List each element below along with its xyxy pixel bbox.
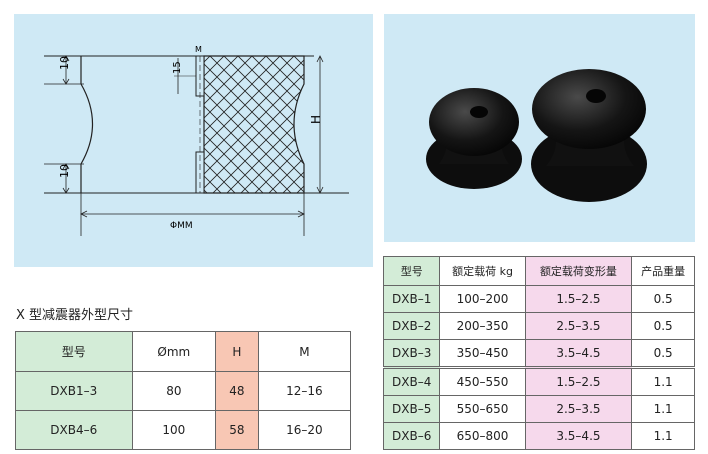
table-header-row: 型号 额定载荷 kg 额定载荷变形量 产品重量 xyxy=(382,256,695,286)
cell-model: DXB–4 xyxy=(382,366,441,396)
cell-model: DXB–5 xyxy=(382,395,441,423)
cell-rated-deflection: 2.5–3.5 xyxy=(524,312,633,340)
col-header-rated-load: 额定载荷 kg xyxy=(439,256,526,286)
col-header-rated-deflection: 额定载荷变形量 xyxy=(524,256,633,286)
cell-rated-deflection: 2.5–3.5 xyxy=(524,395,633,423)
cell-h: 48 xyxy=(215,371,259,411)
cell-m: 12–16 xyxy=(257,371,352,411)
dim-label-top-10: 10 xyxy=(58,56,71,70)
dim-label-groove-15: 15 xyxy=(172,61,183,74)
cell-weight: 1.1 xyxy=(631,366,695,396)
col-header-h: H xyxy=(215,331,259,372)
cell-diameter: 100 xyxy=(131,410,217,450)
dim-label-h: H xyxy=(309,115,323,124)
dim-label-m: M xyxy=(195,45,202,54)
product-photo-panel xyxy=(384,14,695,242)
col-header-model: 型号 xyxy=(382,256,441,286)
table-row: DXB1–3 80 48 12–16 xyxy=(15,371,352,411)
col-header-weight: 产品重量 xyxy=(631,256,695,286)
cell-rated-load: 200–350 xyxy=(439,312,526,340)
cell-weight: 1.1 xyxy=(631,395,695,423)
cell-model: DXB–2 xyxy=(382,312,441,340)
cell-model: DXB–1 xyxy=(382,285,441,313)
cell-rated-deflection: 1.5–2.5 xyxy=(524,366,633,396)
cell-m: 16–20 xyxy=(257,410,352,450)
cell-diameter: 80 xyxy=(131,371,217,411)
col-header-m: M xyxy=(257,331,352,372)
table-row: DXB–6 650–800 3.5–4.5 1.1 xyxy=(382,422,695,450)
table-row: DXB–1 100–200 1.5–2.5 0.5 xyxy=(382,285,695,313)
cell-rated-load: 350–450 xyxy=(439,339,526,368)
cell-model: DXB–6 xyxy=(382,422,441,450)
table-row: DXB–4 450–550 1.5–2.5 1.1 xyxy=(382,366,695,396)
col-header-diameter: Ømm xyxy=(131,331,217,372)
technical-drawing-panel: 10 10 15 M H ΦMM xyxy=(14,14,373,267)
col-header-model: 型号 xyxy=(15,331,133,372)
cell-model: DXB–3 xyxy=(382,339,441,368)
table-row: DXB–2 200–350 2.5–3.5 0.5 xyxy=(382,312,695,340)
table-row: DXB–5 550–650 2.5–3.5 1.1 xyxy=(382,395,695,423)
cell-rated-load: 450–550 xyxy=(439,366,526,396)
table-row: DXB4–6 100 58 16–20 xyxy=(15,410,352,450)
dimensions-table: 型号 Ømm H M DXB1–3 80 48 12–16 DXB4–6 100… xyxy=(15,331,352,450)
dim-label-bottom-10: 10 xyxy=(58,164,71,178)
cell-weight: 1.1 xyxy=(631,422,695,450)
mount-cross-section-drawing: 10 10 15 M H ΦMM xyxy=(44,45,349,236)
cell-model: DXB4–6 xyxy=(15,410,133,450)
table-row: DXB–3 350–450 3.5–4.5 0.5 xyxy=(382,339,695,368)
specs-table: 型号 额定载荷 kg 额定载荷变形量 产品重量 DXB–1 100–200 1.… xyxy=(382,256,695,450)
cell-weight: 0.5 xyxy=(631,312,695,340)
dim-label-diameter: ΦMM xyxy=(170,221,193,231)
cell-rated-deflection: 1.5–2.5 xyxy=(524,285,633,313)
dimensions-caption: X 型减震器外型尺寸 xyxy=(16,308,134,323)
cell-rated-load: 100–200 xyxy=(439,285,526,313)
cell-rated-load: 550–650 xyxy=(439,395,526,423)
cell-rated-deflection: 3.5–4.5 xyxy=(524,339,633,368)
cell-weight: 0.5 xyxy=(631,339,695,368)
cell-rated-load: 650–800 xyxy=(439,422,526,450)
cell-model: DXB1–3 xyxy=(15,371,133,411)
table-header-row: 型号 Ømm H M xyxy=(15,331,352,372)
cell-h: 58 xyxy=(215,410,259,450)
cell-weight: 0.5 xyxy=(631,285,695,313)
product-photo xyxy=(426,69,647,202)
cell-rated-deflection: 3.5–4.5 xyxy=(524,422,633,450)
